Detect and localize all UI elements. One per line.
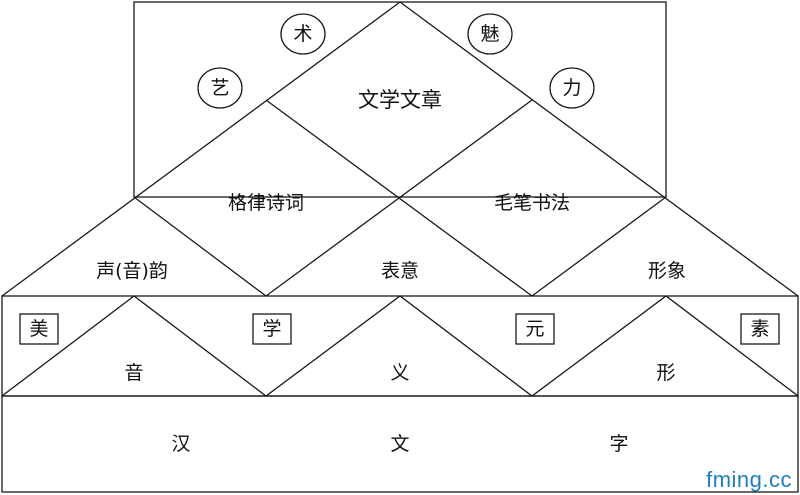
art-char-1: 艺 — [210, 77, 229, 99]
big-triangle-right — [399, 1, 799, 297]
row4-char-3: 形 — [656, 362, 675, 384]
big-triangle-left — [1, 1, 401, 297]
row4-char-2: 义 — [390, 362, 409, 384]
boxed-char-2: 学 — [262, 318, 281, 340]
middle-left-label: 格律诗词 — [228, 192, 304, 214]
diamond-line-d — [531, 196, 667, 297]
charm-char-2: 力 — [562, 77, 581, 99]
art-char-2: 术 — [293, 23, 312, 45]
charm-char-1: 魅 — [480, 23, 499, 45]
row4-char-1: 音 — [124, 362, 143, 384]
diamond-line-b — [265, 99, 533, 297]
boxed-char-1: 美 — [29, 318, 48, 340]
boxed-char-4: 素 — [750, 318, 769, 340]
base-frame — [1, 395, 799, 493]
boxed-char-3: 元 — [525, 318, 544, 340]
watermark-text: fming.cc — [706, 467, 792, 492]
base-char-3: 字 — [609, 433, 628, 455]
base-char-1: 汉 — [171, 433, 190, 455]
row3-center-label: 表意 — [381, 260, 419, 282]
top-center-label: 文学文章 — [358, 88, 442, 112]
diamond-line-c — [133, 196, 267, 297]
boxed-char-frame-2 — [252, 313, 292, 345]
charm-ellipse-2 — [549, 67, 595, 109]
middle-right-label: 毛笔书法 — [494, 192, 570, 214]
boxed-char-frame-3 — [515, 313, 555, 345]
charm-ellipse-1 — [467, 13, 513, 55]
boxed-char-frame-4 — [740, 313, 780, 345]
row3-left-label: 声(音)韵 — [96, 260, 168, 282]
base-char-2: 文 — [390, 433, 409, 455]
row3-right-label: 形象 — [648, 260, 686, 282]
boxed-char-frame-1 — [19, 313, 59, 345]
art-ellipse-1 — [197, 67, 243, 109]
row4-zigzag — [1, 295, 799, 397]
art-ellipse-2 — [280, 13, 326, 55]
